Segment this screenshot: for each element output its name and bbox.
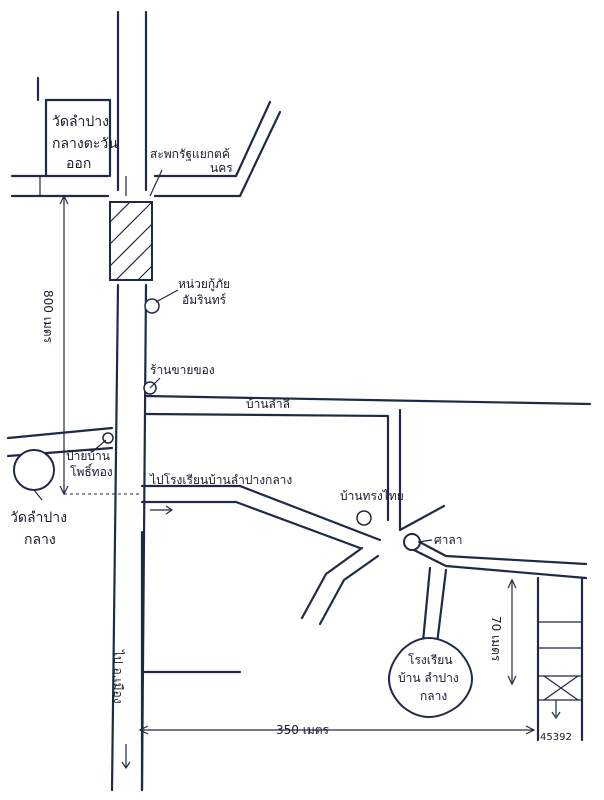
dimension-70-arrows <box>507 578 517 686</box>
corner-code-label: 45392 <box>540 732 572 743</box>
bridge-hatched-block <box>109 201 153 281</box>
bank-arrow <box>149 169 163 197</box>
temple-main-label-1: วัดลำปาง <box>10 510 67 526</box>
north-road-stubs <box>39 176 127 196</box>
school-direction-label: ไปโรงเรียนบ้านลำปางกลาง <box>149 473 292 487</box>
thai-house-marker <box>356 510 372 526</box>
sala-arrow <box>417 539 433 543</box>
road-ban-lam-li-bottom <box>144 412 390 522</box>
lower-road <box>140 530 242 792</box>
junction-roundabout <box>403 533 421 551</box>
east-property-lines <box>536 576 584 742</box>
bank-label-1: สะพกรัฐแยกตค้ <box>150 147 230 161</box>
east-property-grid <box>538 621 582 701</box>
sala-label: ศาลา <box>434 533 462 547</box>
rescue-station-marker <box>144 298 160 314</box>
school-label-2: บ้าน ลำปาง <box>398 671 459 685</box>
temple-east-label-1: วัดลำปาง <box>52 114 109 130</box>
shop-label: ร้านขายของ <box>150 363 215 377</box>
thai-house-label: บ้านทรงไทย <box>340 489 404 503</box>
distance-70-label: 70 เมตร <box>489 616 503 662</box>
corner-arrow <box>551 700 561 720</box>
temple-east-label-2: กลางตะวัน <box>52 136 118 152</box>
to-district-label: ไป อ.เมือง <box>111 649 125 704</box>
road-right-branch <box>398 408 446 532</box>
school-road-bottom <box>140 500 362 550</box>
east-branch-road <box>408 536 588 580</box>
rescue-station-label-2: อัมรินทร์ <box>182 293 227 307</box>
sign-arrow <box>91 439 107 453</box>
distance-350-label: 350 เมตร <box>276 723 330 737</box>
rescue-arrow <box>155 289 179 303</box>
distance-800-label: 800 เมตร <box>41 290 55 344</box>
village-sign-label-2: โพธิ์ทอง <box>70 463 113 479</box>
temple-arrow <box>33 489 43 501</box>
north-road-east-top <box>153 100 272 178</box>
temple-main-label-2: กลาง <box>24 532 56 548</box>
road-ban-lam-li-top <box>144 394 592 406</box>
school-label-1: โรงเรียน <box>408 653 453 667</box>
school-road-top <box>140 484 382 542</box>
north-road-east-bottom <box>153 110 282 198</box>
sw-branch-road <box>300 546 380 626</box>
dimension-350-arrows <box>138 725 536 735</box>
school-label-3: กลาง <box>420 689 447 703</box>
temple-east-boundary <box>36 76 112 178</box>
bank-label-2: นคร <box>210 161 233 175</box>
village-sign-label-1: ป้ายบ้าน <box>66 449 110 463</box>
shop-arrow <box>149 377 161 389</box>
district-arrow <box>121 744 131 770</box>
temple-east-label-3: ออก <box>66 156 91 172</box>
rescue-station-label-1: หน่วยกู้ภัย <box>178 277 230 292</box>
main-road-west-edge <box>110 10 120 792</box>
school-marker <box>388 637 473 718</box>
village-road-label: บ้านลำลี <box>246 397 290 411</box>
school-direction-arrow <box>150 505 174 515</box>
east-property-x <box>543 675 579 701</box>
temple-main-marker <box>13 449 55 491</box>
